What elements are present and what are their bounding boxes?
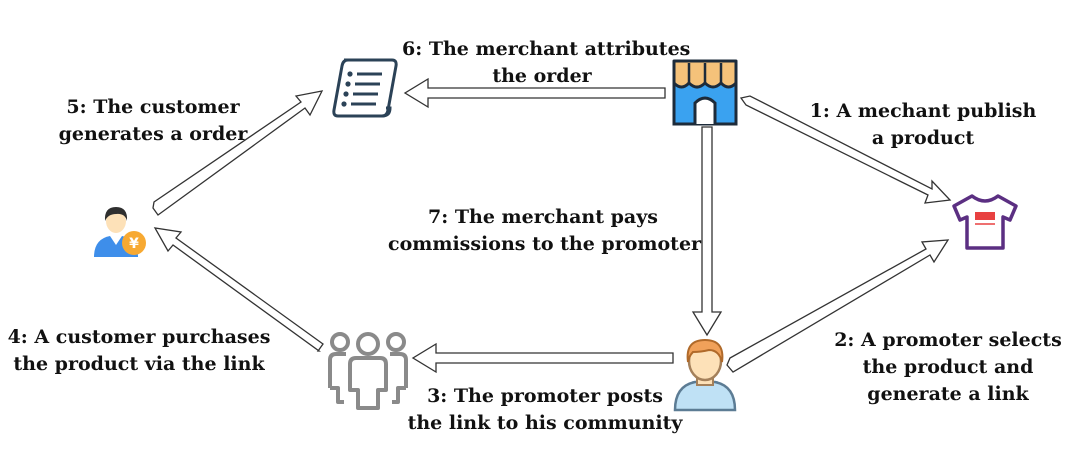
arrow-step6 <box>403 77 666 109</box>
label-step4-line2: the product via the link <box>13 353 265 375</box>
label-step6: 6: The merchant attributes the order <box>402 36 691 90</box>
arrow-step4 <box>153 227 324 352</box>
label-step4-line1: 4: A customer purchases <box>7 326 271 348</box>
label-step2-line2: the product and <box>862 356 1034 378</box>
label-step1: 1: A mechant publish a product <box>808 98 1038 152</box>
label-step2-line1: 2: A promoter selects <box>834 329 1062 351</box>
tshirt-icon <box>952 194 1018 250</box>
label-step1-line2: a product <box>871 127 975 149</box>
arrow-step3 <box>411 342 674 374</box>
label-step6-line2: the order <box>492 65 592 87</box>
label-step7-line2: commissions to the promoter <box>388 233 702 255</box>
group-icon <box>328 332 408 410</box>
receipt-scroll-icon <box>332 58 398 118</box>
label-step5-line2: generates a order <box>58 123 248 145</box>
label-step7: 7: The merchant pays commissions to the … <box>388 204 702 258</box>
customer-yuan-icon: ¥ <box>94 207 146 257</box>
arrow-step7 <box>691 126 723 337</box>
person-icon <box>673 338 737 412</box>
label-step5: 5: The customer generates a order <box>58 94 248 148</box>
label-step5-line1: 5: The customer <box>66 96 240 118</box>
label-step3-line1: 3: The promoter posts <box>427 385 663 407</box>
label-step1-line1: 1: A mechant publish <box>809 100 1037 122</box>
label-step3: 3: The promoter posts the link to his co… <box>400 383 690 437</box>
label-step2-line3: generate a link <box>867 383 1029 405</box>
label-step3-line2: the link to his community <box>407 412 683 434</box>
label-step6-line1: 6: The merchant attributes <box>402 38 691 60</box>
arrow-step5 <box>152 90 324 216</box>
yuan-symbol: ¥ <box>129 236 139 252</box>
arrow-step1 <box>739 95 952 204</box>
arrow-step2 <box>726 239 950 373</box>
label-step4: 4: A customer purchases the product via … <box>4 324 274 378</box>
label-step7-line1: 7: The merchant pays <box>428 206 658 228</box>
label-step2: 2: A promoter selects the product and ge… <box>828 327 1068 408</box>
store-icon <box>672 59 738 126</box>
